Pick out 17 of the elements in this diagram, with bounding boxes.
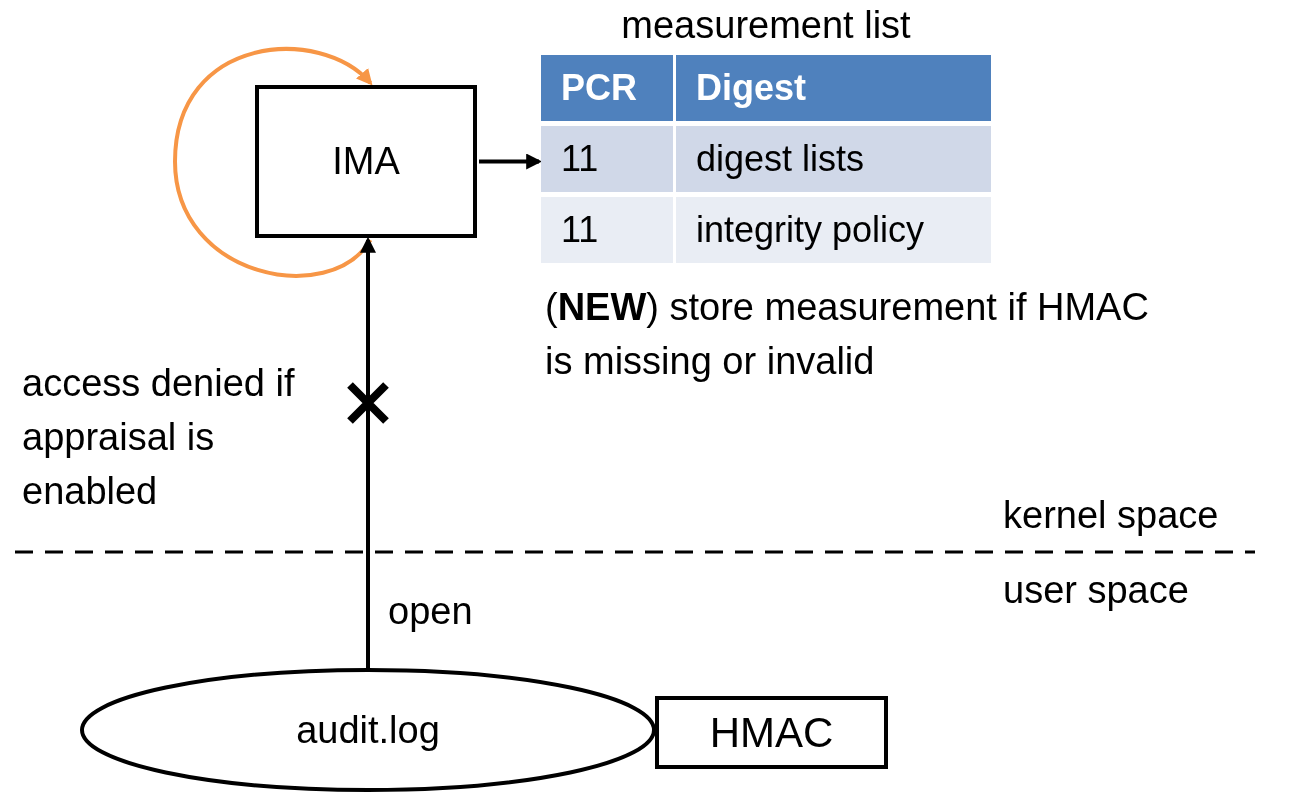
table-title: measurement list bbox=[620, 3, 912, 48]
annotation-text: access denied if appraisal is enabled bbox=[22, 361, 296, 514]
table-cell: 11 bbox=[541, 126, 676, 192]
table-cell: 11 bbox=[541, 197, 676, 263]
header-cell: Digest bbox=[676, 55, 991, 121]
header-cell: PCR bbox=[541, 55, 676, 121]
file-ellipse: audit.log bbox=[80, 668, 656, 792]
table-cell: digest lists bbox=[676, 126, 991, 192]
loop-arrow bbox=[173, 47, 373, 278]
note-text: (NEW) store measurement if HMAC is missing or invalid bbox=[545, 285, 1150, 384]
process-box: IMA bbox=[255, 85, 477, 238]
table-cell: integrity policy bbox=[676, 197, 991, 263]
process-box: HMAC bbox=[655, 696, 888, 769]
region-label: kernel space bbox=[1003, 493, 1219, 538]
region-label: user space bbox=[1003, 568, 1189, 613]
arrow bbox=[479, 153, 543, 170]
arrow bbox=[360, 236, 376, 668]
